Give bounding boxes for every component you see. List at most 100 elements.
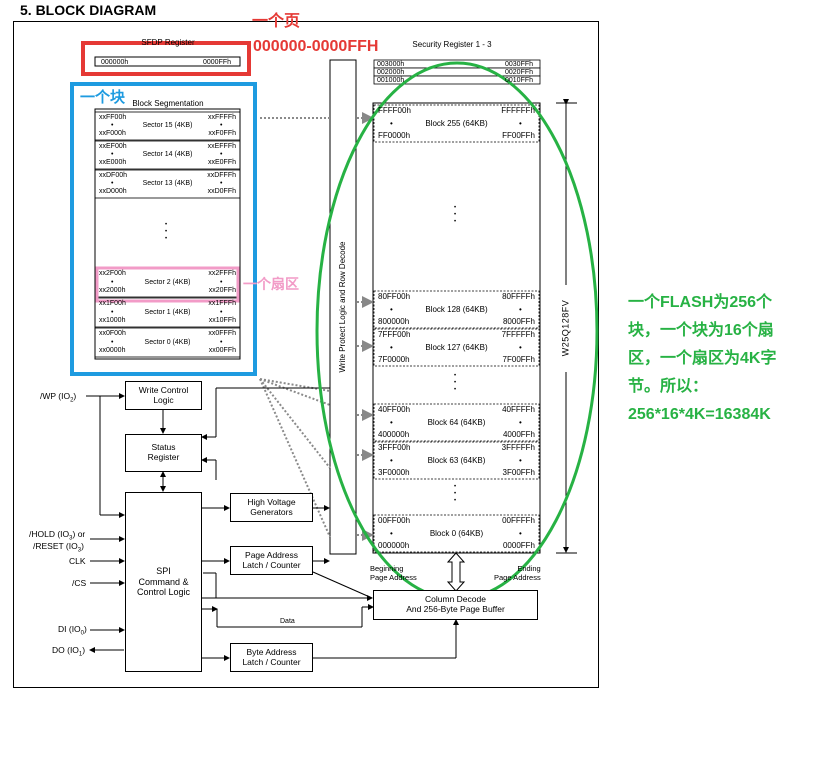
memory-block-bottom-right-address: 4000FFh [502, 430, 535, 439]
column-decode-box: Column Decode And 256-Byte Page Buffer [373, 590, 538, 620]
sector-right-dot: • [220, 180, 223, 187]
summary-line: 节。所以： [628, 378, 709, 395]
memory-block-right-dot: • [519, 455, 522, 465]
sector-bottom-left-address: xx2000h [99, 287, 126, 294]
sector-bottom-left-address: xxD000h [99, 188, 127, 195]
sector-bottom-left-address: xx1000h [99, 317, 126, 324]
data-bus-label: Data [280, 618, 295, 625]
sector-left-dot: • [111, 308, 114, 316]
diagram-frame [13, 21, 599, 688]
memory-block-bottom-right-address: 0000FFh [502, 541, 535, 550]
sector-name: Sector 2 (4KB) [144, 278, 191, 286]
memory-block-bottom-left-address: 3F0000h [378, 468, 410, 477]
sector-top-left-address: xxDF00h [99, 172, 128, 179]
pin-reset: /RESET (IO3) [33, 541, 84, 554]
summary-line: 256*16*4K=16384K [628, 406, 771, 423]
sector-right-dot: • [220, 151, 223, 158]
sector-top-right-address: xx2FFFh [208, 270, 236, 277]
pin-di: DI (IO0) [58, 624, 87, 637]
sector-bottom-right-address: xx20FFh [208, 287, 236, 294]
sector-top-right-address: xxDFFFh [207, 172, 236, 179]
ending-page-address-label: Ending Page Address [494, 564, 541, 582]
sector-bottom-left-address: xxF000h [99, 130, 126, 137]
memory-block-left-dot: • [390, 304, 393, 314]
memory-block-top-left-address: 80FF00h [378, 292, 411, 301]
sfdp-register [94, 56, 241, 67]
sector-name: Sector 0 (4KB) [144, 338, 191, 346]
spi-command-control-box: SPI Command & Control Logic [125, 492, 202, 672]
pin-hold: /HOLD (IO3) or [29, 529, 86, 542]
sector-right-dot: • [220, 278, 223, 286]
memory-block-left-dot: • [390, 528, 393, 538]
sector-top-left-address: xx2F00h [99, 270, 126, 277]
memory-block-bottom-right-address: 8000FFh [502, 317, 535, 326]
sector-top-right-address: xx0FFFh [208, 330, 236, 337]
chip-label: W25Q128FV [560, 299, 571, 357]
block-segmentation-label: Block Segmentation [132, 99, 204, 108]
sector-name: Sector 13 (4KB) [142, 180, 193, 187]
memory-block-top-left-address: 00FF00h [378, 516, 411, 525]
memory-block-left-dot: • [390, 342, 393, 352]
sector-gap-dots: • • • [165, 222, 168, 242]
pin-do: DO (IO1) [52, 645, 86, 658]
page-address-latch-box: Page Address Latch / Counter [230, 546, 313, 575]
memory-block-name: Block 127 (64KB) [425, 342, 488, 352]
security-row-end: 0010FFh [505, 77, 534, 84]
sfdp-label: SFDP Register [141, 38, 195, 47]
sector-name: Sector 14 (4KB) [142, 151, 193, 158]
sector-top-right-address: xxFFFFh [208, 114, 236, 121]
memory-block-top-left-address: FFFF00h [378, 106, 411, 115]
pin-clk: CLK [69, 556, 86, 566]
memory-block-left-dot: • [390, 455, 393, 465]
sector-left-dot: • [111, 122, 114, 129]
memory-block-right-dot: • [519, 342, 522, 352]
sector-left-dot: • [111, 338, 114, 346]
sector-left-dot: • [111, 151, 114, 158]
page-annotation-box [81, 41, 251, 76]
memory-block-bottom-left-address: 400000h [378, 430, 410, 439]
beginning-page-address-label: Beginning Page Address [370, 564, 417, 582]
memory-block-top-right-address: FFFFFFh [501, 106, 535, 115]
memory-block-top-right-address: 80FFFFh [502, 292, 535, 301]
memory-block-rows [373, 104, 540, 553]
page-annotation-label: 一个页 [252, 13, 301, 30]
block-annotation-label: 一个块 [80, 86, 126, 107]
memory-block-right-dot: • [519, 417, 522, 427]
byte-address-latch-box: Byte Address Latch / Counter [230, 643, 313, 672]
security-row-end: 0020FFh [505, 69, 534, 76]
double-arrow [446, 552, 466, 592]
sector-bottom-right-address: xx00FFh [208, 347, 236, 354]
page-range-annotation: 000000-0000FFH [253, 38, 379, 55]
security-register-label: Security Register 1 - 3 [412, 40, 492, 49]
memory-block-right-dot: • [519, 304, 522, 314]
memory-block-name: Block 255 (64KB) [425, 118, 488, 128]
summary-line: 块，一个块为16个扇 [628, 322, 774, 339]
sector-left-dot: • [111, 180, 114, 187]
pin-wp: /WP (IO2) [40, 391, 77, 404]
memory-block-bottom-left-address: FF0000h [378, 131, 411, 140]
status-register-box: Status Register [125, 434, 202, 472]
memory-block-top-right-address: 40FFFFh [502, 405, 535, 414]
memory-block-name: Block 64 (64KB) [427, 417, 486, 427]
block-gap-dots: • • • [454, 205, 457, 225]
flash-summary-note: 一个FLASH为256个 块，一个块为16个扇 区，一个扇区为4K字 节。所以：… [628, 289, 818, 429]
memory-block-top-right-address: 3FFFFFh [501, 443, 535, 452]
sector-annotation-box [95, 266, 240, 303]
sfdp-start: 000000h [101, 59, 129, 66]
memory-block-right-dot: • [519, 528, 522, 538]
row-decode-box [329, 59, 357, 555]
memory-block-top-left-address: 7FFF00h [378, 330, 411, 339]
memory-block-left-dot: • [390, 417, 393, 427]
sector-bottom-right-address: xx10FFh [208, 317, 236, 324]
memory-block-name: Block 63 (64KB) [427, 455, 486, 465]
write-control-logic-box: Write Control Logic [125, 381, 202, 410]
sector-top-left-address: xxFF00h [99, 114, 127, 121]
memory-block-top-left-address: 40FF00h [378, 405, 411, 414]
memory-block-bottom-left-address: 000000h [378, 541, 410, 550]
memory-block-top-left-address: 3FFF00h [378, 443, 411, 452]
memory-block-left-dot: • [390, 118, 393, 128]
sector-top-left-address: xx0F00h [99, 330, 126, 337]
sector-right-dot: • [220, 122, 223, 129]
high-voltage-generators-box: High Voltage Generators [230, 493, 313, 522]
